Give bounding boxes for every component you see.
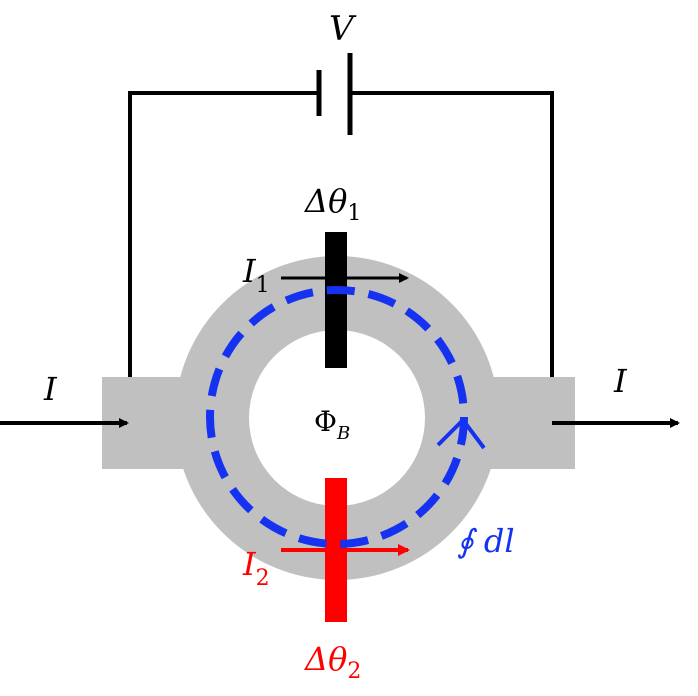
delta-theta-2-label: Δθ2 bbox=[303, 640, 361, 684]
integration-path-arrowhead bbox=[436, 416, 486, 450]
circuit-wire-right bbox=[352, 91, 554, 378]
ring-hole bbox=[249, 330, 425, 506]
delta-theta-1-label: Δθ1 bbox=[303, 182, 361, 226]
i1-label: I1 bbox=[242, 252, 270, 298]
circuit-wire-left bbox=[128, 91, 318, 378]
current-in-label: I bbox=[43, 370, 58, 408]
flux-label: ΦB bbox=[314, 405, 350, 444]
josephson-junction-1 bbox=[325, 232, 347, 368]
loop-integral-label: ∮ dl bbox=[457, 522, 515, 560]
i2-label: I2 bbox=[242, 545, 270, 591]
voltage-label: V bbox=[329, 9, 357, 49]
integration-path bbox=[206, 286, 468, 548]
current-out-label: I bbox=[613, 362, 628, 400]
